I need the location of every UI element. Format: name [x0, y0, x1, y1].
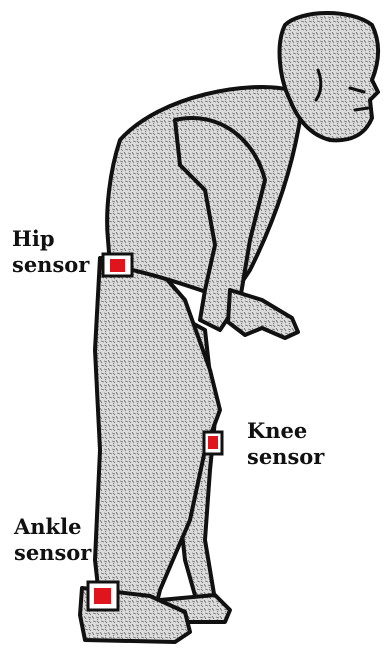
ankle-sensor-marker: [94, 588, 111, 604]
knee-sensor-label-line2: sensor: [247, 444, 324, 470]
knee-sensor: [204, 432, 222, 454]
hand: [228, 290, 298, 338]
ankle-sensor: [88, 582, 118, 610]
hip-sensor: [103, 254, 132, 276]
ankle-sensor-label-line2: sensor: [14, 540, 91, 566]
hip-sensor-label-line2: sensor: [12, 252, 89, 278]
hip-sensor-label: Hip sensor: [12, 226, 89, 278]
knee-sensor-label-line1: Knee: [247, 418, 324, 444]
knee-sensor-marker: [208, 436, 218, 449]
ankle-sensor-label: Ankle sensor: [14, 514, 91, 566]
ankle-sensor-label-line1: Ankle: [14, 514, 91, 540]
hip-sensor-marker: [110, 259, 125, 272]
knee-sensor-label: Knee sensor: [247, 418, 324, 470]
hip-sensor-label-line1: Hip: [12, 226, 89, 252]
